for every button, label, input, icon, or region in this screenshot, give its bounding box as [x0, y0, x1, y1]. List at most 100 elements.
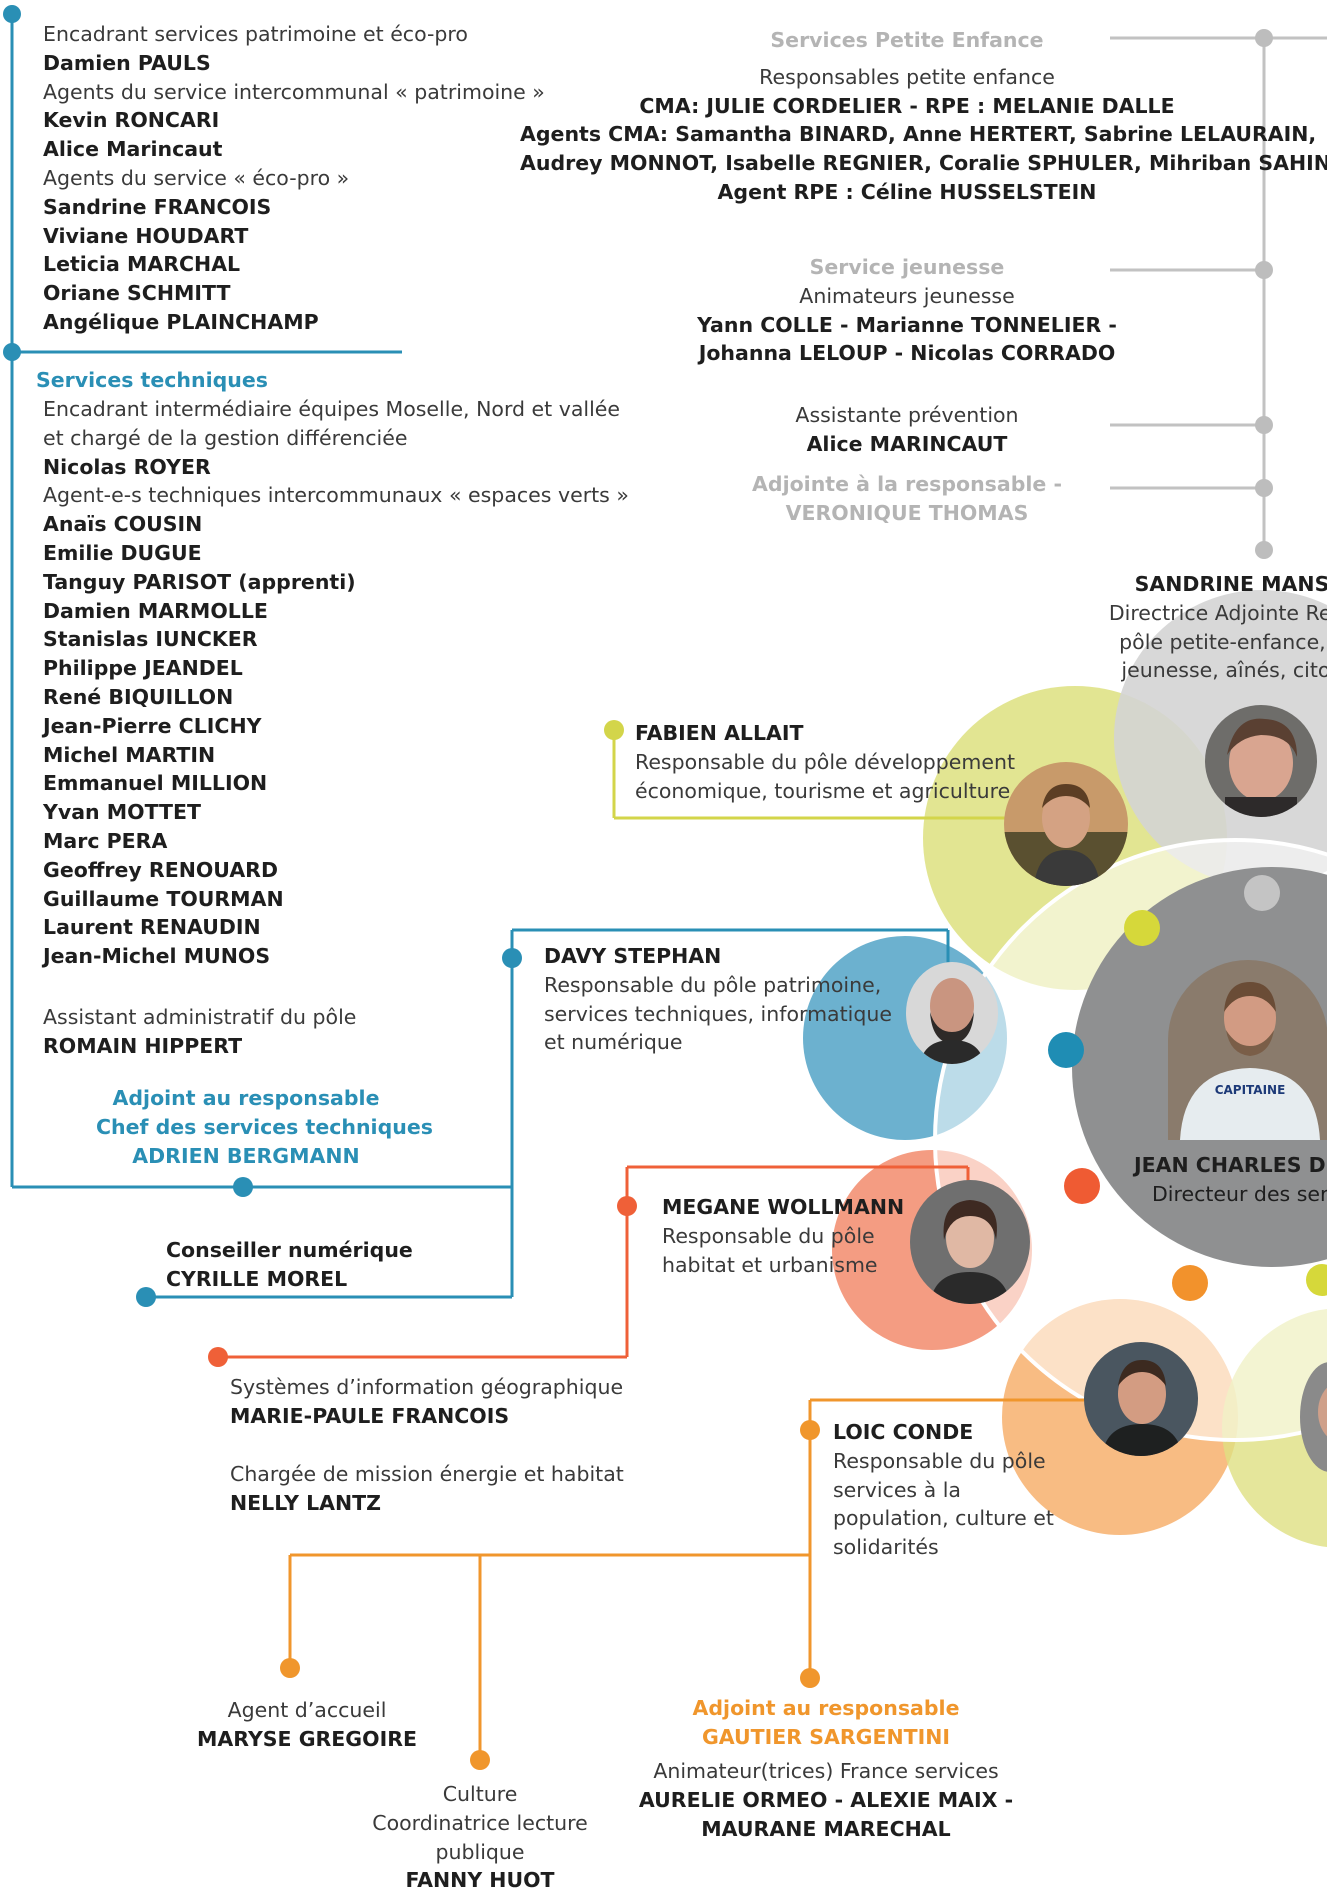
petite-enfance-l3: Agents CMA: Samantha BINARD, Anne HERTER…	[520, 122, 1317, 147]
patrimoine-line: Sandrine FRANCOIS	[43, 194, 272, 219]
loic-name: LOIC CONDE	[833, 1420, 974, 1444]
sandrine-block: SANDRINE MANS Directrice Adjointe Resp p…	[1082, 570, 1327, 685]
adjoint-techniques-l1: Adjoint au responsable	[112, 1086, 380, 1110]
services-techniques-line: Anaïs COUSIN	[43, 512, 203, 537]
patrimoine-line: Oriane SCHMITT	[43, 281, 231, 306]
jeunesse-l2: Yann COLLE - Marianne TONNELIER -	[697, 312, 1117, 337]
services-techniques-line: Philippe JEANDEL	[43, 656, 243, 681]
services-techniques-block: Services techniques	[36, 366, 268, 395]
services-techniques-line: Agent-e-s techniques intercommunaux « es…	[43, 483, 629, 508]
prevention-name: Alice MARINCAUT	[806, 431, 1008, 456]
services-techniques-line: Marc PERA	[43, 828, 168, 853]
culture-block: Culture Coordinatrice lecture publique F…	[362, 1780, 598, 1895]
services-techniques-line: René BIQUILLON	[43, 684, 234, 709]
services-techniques-line: Stanislas IUNCKER	[43, 627, 258, 652]
photo-davy	[906, 962, 998, 1064]
services-techniques-line: Laurent RENAUDIN	[43, 915, 261, 940]
patrimoine-line: Angélique PLAINCHAMP	[43, 309, 319, 334]
services-techniques-line: Geoffrey RENOUARD	[43, 857, 278, 882]
jean-title: Directeur des serv	[1152, 1181, 1327, 1206]
megane-block: MEGANE WOLLMANN Responsable du pôle habi…	[662, 1193, 904, 1279]
megane-l1: Responsable du pôle	[662, 1223, 875, 1248]
services-techniques-line: Nicolas ROYER	[43, 454, 211, 479]
services-techniques-line: Encadrant intermédiaire équipes Moselle,…	[43, 397, 621, 421]
loic-l3: population, culture et	[833, 1506, 1054, 1531]
sandrine-l3: jeunesse, aînés, citoy	[1121, 658, 1327, 683]
conseiller-label: Conseiller numérique	[166, 1238, 413, 1262]
gautier-block: Adjoint au responsable GAUTIER SARGENTIN…	[676, 1694, 976, 1752]
sandrine-l2: pôle petite-enfance, e	[1119, 629, 1327, 654]
conseiller-numerique: Conseiller numérique CYRILLE MOREL	[166, 1236, 413, 1294]
davy-l1: Responsable du pôle patrimoine,	[544, 972, 882, 997]
jean-block: JEAN CHARLES DE Directeur des serv	[1134, 1151, 1327, 1209]
services-techniques-line: Jean-Michel MUNOS	[43, 944, 271, 969]
jeunesse-l3: Johanna LELOUP - Nicolas CORRADO	[698, 341, 1116, 366]
france-l2: AURELIE ORMEO - ALEXIE MAIX -	[638, 1787, 1014, 1812]
petite-enfance-l2: CMA: JULIE CORDELIER - RPE : MELANIE DAL…	[639, 93, 1175, 118]
photo-fabien	[1004, 762, 1128, 886]
france-l3: MAURANE MARECHAL	[701, 1816, 951, 1841]
services-techniques-line: Tanguy PARISOT (apprenti)	[43, 569, 356, 594]
energie-name: NELLY LANTZ	[230, 1490, 382, 1515]
services-techniques-line: Damien MARMOLLE	[43, 598, 268, 623]
davy-block: DAVY STEPHAN Responsable du pôle patrimo…	[544, 942, 892, 1057]
adjointe-l1: Adjointe à la responsable -	[752, 472, 1062, 496]
adjoint-techniques-l2: Chef des services techniques	[96, 1114, 433, 1139]
fabien-l1: Responsable du pôle développement	[635, 749, 1016, 774]
petite-enfance-l4: Audrey MONNOT, Isabelle REGNIER, Coralie…	[520, 151, 1327, 176]
assistant-admin-label: Assistant administratif du pôle	[43, 1005, 357, 1029]
sig-name: MARIE-PAULE FRANCOIS	[230, 1403, 510, 1428]
jeunesse-title: Service jeunesse	[809, 255, 1005, 279]
accueil-name: MARYSE GREGOIRE	[197, 1726, 417, 1751]
patrimoine-line: Damien PAULS	[43, 50, 211, 75]
sandrine-l1: Directrice Adjointe Resp	[1108, 600, 1327, 625]
services-techniques-line: Emmanuel MILLION	[43, 771, 268, 796]
circle-center-ring	[933, 838, 1327, 1442]
sig-block: Systèmes d’information géographique MARI…	[230, 1373, 623, 1431]
patrimoine-line: Alice Marincaut	[43, 137, 223, 162]
adjointe-l2: VERONIQUE THOMAS	[785, 500, 1029, 525]
davy-l2: services techniques, informatique	[544, 1001, 892, 1026]
culture-name: FANNY HUOT	[405, 1868, 555, 1893]
adjoint-techniques: Adjoint au responsable Chef des services…	[96, 1084, 433, 1170]
fabien-name: FABIEN ALLAIT	[635, 721, 804, 745]
patrimoine-block: Encadrant services patrimoine et éco-pro…	[43, 20, 545, 337]
services-techniques-line: Guillaume TOURMAN	[43, 886, 284, 911]
energie-label: Chargée de mission énergie et habitat	[230, 1462, 624, 1486]
petite-enfance-l5: Agent RPE : Céline HUSSELSTEIN	[717, 179, 1097, 204]
photo-loic	[1084, 1342, 1198, 1456]
adjoint-techniques-l3: ADRIEN BERGMANN	[132, 1143, 360, 1168]
loic-l2: services à la	[833, 1477, 961, 1502]
megane-l2: habitat et urbanisme	[662, 1252, 878, 1277]
patrimoine-line: Kevin RONCARI	[43, 108, 220, 133]
france-services-block: Animateur(trices) France services AURELI…	[626, 1757, 1026, 1843]
culture-l2: Coordinatrice lecture	[372, 1810, 588, 1835]
patrimoine-line: Agents du service intercommunal « patrim…	[43, 79, 545, 104]
petite-enfance-l1: Responsables petite enfance	[759, 64, 1055, 89]
prevention-label: Assistante prévention	[795, 403, 1019, 427]
jeunesse-block: Service jeunesse Animateurs jeunesse Yan…	[657, 253, 1157, 368]
sig-label: Systèmes d’information géographique	[230, 1375, 624, 1399]
sandrine-name: SANDRINE MANS	[1134, 572, 1327, 596]
france-l1: Animateur(trices) France services	[653, 1759, 999, 1783]
services-techniques-line: et chargé de la gestion différenciée	[43, 425, 408, 450]
jean-shirt-text: CAPITAINE	[1215, 1083, 1286, 1097]
fabien-l2: économique, tourisme et agriculture	[635, 778, 1011, 803]
services-techniques-title: Services techniques	[36, 368, 269, 392]
loic-l1: Responsable du pôle	[833, 1448, 1046, 1473]
loic-block: LOIC CONDE Responsable du pôle services …	[833, 1418, 1054, 1562]
assistant-admin-name: ROMAIN HIPPERT	[43, 1033, 243, 1058]
conseiller-name: CYRILLE MOREL	[166, 1266, 348, 1291]
loic-l4: solidarités	[833, 1535, 939, 1560]
davy-name: DAVY STEPHAN	[544, 944, 722, 968]
assistant-admin: Assistant administratif du pôle ROMAIN H…	[43, 1003, 356, 1061]
megane-name: MEGANE WOLLMANN	[662, 1195, 905, 1219]
gautier-l2: GAUTIER SARGENTINI	[701, 1724, 951, 1749]
jeunesse-l1: Animateurs jeunesse	[799, 283, 1015, 308]
accueil-block: Agent d’accueil MARYSE GREGOIRE	[167, 1696, 447, 1754]
services-techniques-line: Yvan MOTTET	[43, 800, 202, 825]
culture-l3: publique	[435, 1839, 525, 1864]
gautier-l1: Adjoint au responsable	[692, 1696, 960, 1720]
patrimoine-line: Leticia MARCHAL	[43, 252, 241, 277]
energie-block: Chargée de mission énergie et habitat NE…	[230, 1460, 624, 1518]
